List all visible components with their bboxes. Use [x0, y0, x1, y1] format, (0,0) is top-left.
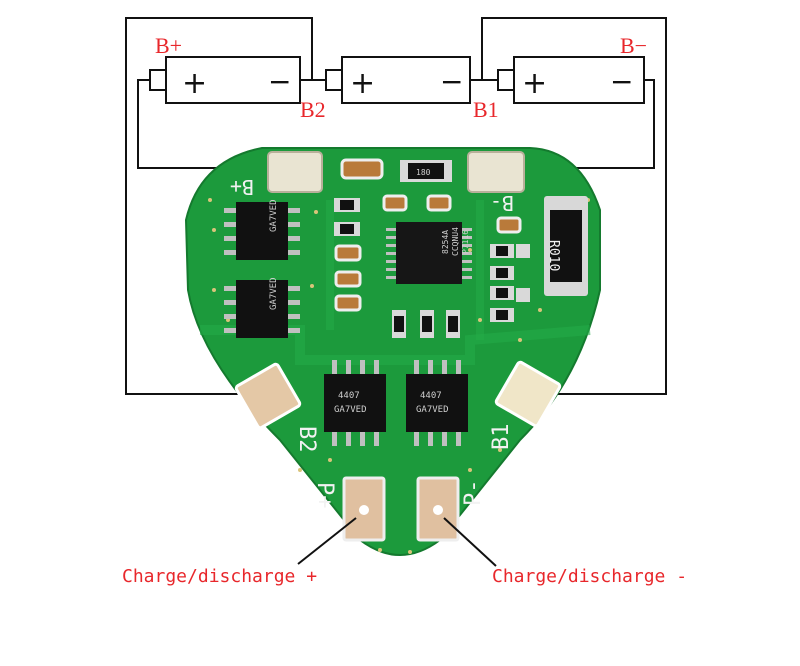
- resistor-top: 180: [400, 160, 452, 182]
- mosfet-marking: GA7VED: [416, 405, 449, 415]
- pcb-board: B+ B- B2 B1 P+ P- GA7VED GA7VED: [184, 147, 601, 556]
- mosfet-bottom-right: 4407 GA7VED: [406, 360, 468, 446]
- label-b-minus: B−: [620, 33, 647, 58]
- mosfet-left-bottom: GA7VED: [224, 277, 300, 338]
- pointer-p-minus: [443, 517, 497, 567]
- label-b2: B2: [300, 97, 326, 122]
- mosfet-marking: GA7VED: [334, 405, 367, 415]
- wire-outer-right: [481, 17, 667, 395]
- pad-b2: [234, 362, 302, 430]
- silk-p-plus: P+: [312, 482, 337, 509]
- silk-b-minus: B-: [490, 191, 514, 215]
- wire-outer-left: [125, 17, 313, 395]
- battery-middle: + −: [325, 56, 471, 104]
- pad-b1: [494, 360, 562, 428]
- pad-b-minus: [467, 151, 525, 193]
- ic-marking: CCQNU4: [451, 227, 460, 256]
- pad-p-minus: [416, 476, 460, 542]
- label-b-plus: B+: [155, 33, 182, 58]
- shunt-resistor: R010: [544, 196, 588, 296]
- mosfet-bottom-left: 4407 GA7VED: [324, 360, 386, 446]
- wire-b-minus: [522, 79, 655, 169]
- mosfet-marking: GA7VED: [269, 277, 279, 310]
- battery-left: + −: [149, 56, 301, 104]
- pad-b-plus: [267, 151, 323, 193]
- battery-plus-sign: +: [350, 66, 375, 101]
- smd-resistors: [334, 198, 530, 338]
- silk-b1: B1: [489, 424, 514, 451]
- silk-b2: B2: [294, 426, 319, 453]
- battery-plus-sign: +: [522, 66, 547, 101]
- resistor-marking: 180: [416, 168, 431, 177]
- protection-ic: 8254A CCQNU4 P7116: [386, 222, 472, 284]
- mosfet-marking: 4407: [338, 391, 360, 401]
- battery-minus-sign: −: [610, 65, 633, 98]
- battery-plus-sign: +: [182, 66, 207, 101]
- label-b1: B1: [473, 97, 499, 122]
- pad-p-plus: [342, 476, 386, 542]
- mosfet-marking: GA7VED: [269, 199, 279, 232]
- battery-minus-sign: −: [268, 65, 291, 98]
- pointer-p-plus: [297, 517, 357, 565]
- mosfet-marking: 4407: [420, 391, 442, 401]
- battery-right: + −: [497, 56, 645, 104]
- battery-minus-sign: −: [440, 65, 463, 98]
- ic-marking: P7116: [461, 230, 470, 254]
- ic-marking: 8254A: [441, 230, 450, 254]
- mosfet-left-top: GA7VED: [224, 199, 300, 260]
- capacitors: [334, 158, 522, 312]
- silk-b-plus: B+: [230, 175, 254, 199]
- wire-b-plus: [137, 79, 268, 169]
- wiring: [125, 17, 667, 395]
- caption-charge-plus: Charge/discharge +: [122, 566, 317, 587]
- pointer-lines: [297, 517, 497, 567]
- caption-charge-minus: Charge/discharge -: [492, 566, 687, 587]
- silk-p-minus: P-: [461, 480, 486, 507]
- shunt-marking: R010: [546, 240, 561, 271]
